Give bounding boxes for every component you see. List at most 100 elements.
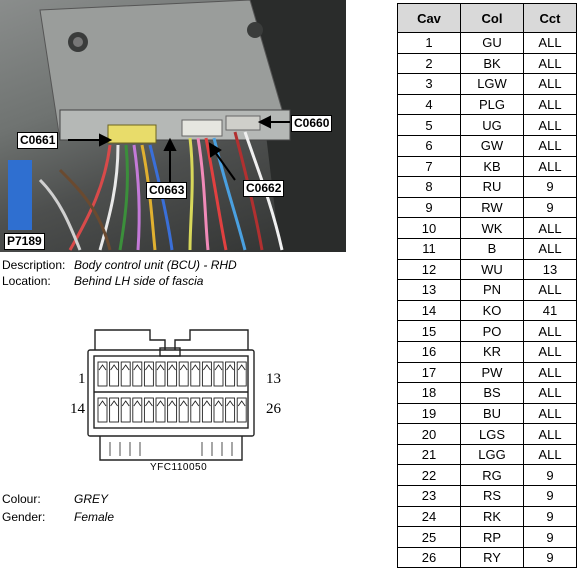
colour-line: Colour:GREY xyxy=(2,491,108,507)
cct-cell: ALL xyxy=(523,114,577,136)
cct-cell: ALL xyxy=(523,32,577,54)
cav-cell: 26 xyxy=(397,546,461,569)
cct-cell: ALL xyxy=(523,423,577,445)
cavity-latch xyxy=(156,400,165,407)
cavity-latch xyxy=(226,400,234,407)
cavity-latch xyxy=(203,400,211,407)
col-cell: RY xyxy=(460,546,524,569)
col-cell: BK xyxy=(460,52,524,75)
cct-cell: 9 xyxy=(523,464,577,487)
pin-cavity xyxy=(225,397,236,423)
cavity-latch xyxy=(110,400,118,407)
connector-location-photo: C0661 C0660 C0663 C0662 P7189 xyxy=(0,0,346,252)
cav-cell: 25 xyxy=(397,526,461,548)
cavity-latch xyxy=(145,400,153,407)
cavity-latch xyxy=(237,400,246,407)
header-col: Col xyxy=(460,3,524,33)
cav-cell: 16 xyxy=(397,340,461,363)
cct-cell: ALL xyxy=(523,155,577,178)
cav-cell: 22 xyxy=(397,464,461,487)
cct-cell: 41 xyxy=(523,299,577,322)
colour-value: GREY xyxy=(74,492,109,506)
col-cell: PO xyxy=(460,320,524,342)
pin-cavity xyxy=(109,361,120,387)
cav-cell: 12 xyxy=(397,258,461,281)
cav-cell: 6 xyxy=(397,134,461,157)
col-cell: KR xyxy=(460,340,524,363)
cct-cell: ALL xyxy=(523,361,577,384)
cav-cell: 7 xyxy=(397,155,461,178)
pin-cavity xyxy=(167,361,178,387)
col-cell: RU xyxy=(460,176,524,198)
pin-label-14: 14 xyxy=(70,401,85,417)
cavity-latch xyxy=(237,364,246,371)
cav-cell: 11 xyxy=(397,237,461,260)
cct-cell: ALL xyxy=(523,134,577,157)
col-cell: GU xyxy=(460,32,524,54)
col-cell: KB xyxy=(460,155,524,178)
connector-face-drawing: 1 13 14 26 xyxy=(70,322,281,467)
cct-cell: ALL xyxy=(523,73,577,95)
cct-cell: ALL xyxy=(523,52,577,75)
col-cell: B xyxy=(460,237,524,260)
pin-cavity xyxy=(213,397,224,423)
cavity-latch xyxy=(179,400,188,407)
pin-cavity xyxy=(155,361,166,387)
cavity-latch xyxy=(98,364,107,371)
cav-cell: 21 xyxy=(397,443,461,466)
pin-cavity xyxy=(167,397,178,423)
cav-cell: 13 xyxy=(397,279,461,301)
cavity-latch xyxy=(191,400,200,407)
col-cell: BS xyxy=(460,382,524,404)
pin-cavity xyxy=(178,361,189,387)
cct-cell: ALL xyxy=(523,320,577,342)
col-cell: LGS xyxy=(460,423,524,445)
pin-cavity xyxy=(143,397,154,423)
cavity-latch xyxy=(98,400,107,407)
col-cell: RP xyxy=(460,526,524,548)
callout-c0660: C0660 xyxy=(291,115,333,132)
pin-cavity xyxy=(143,361,154,387)
col-cell: WU xyxy=(460,258,524,281)
cct-cell: ALL xyxy=(523,217,577,239)
cavity-latch xyxy=(156,364,165,371)
col-cell: RW xyxy=(460,196,524,219)
cav-cell: 24 xyxy=(397,505,461,528)
cct-cell: 9 xyxy=(523,526,577,548)
cct-cell: ALL xyxy=(523,443,577,466)
cavity-latch xyxy=(179,364,188,371)
cav-cell: 4 xyxy=(397,93,461,116)
cav-cell: 2 xyxy=(397,52,461,75)
cav-cell: 9 xyxy=(397,196,461,219)
cav-cell: 14 xyxy=(397,299,461,322)
cavity-latch xyxy=(191,364,200,371)
description-label: Description: xyxy=(2,258,66,272)
cav-cell: 10 xyxy=(397,217,461,239)
cavity-latch xyxy=(168,400,176,407)
col-cell: RS xyxy=(460,485,524,507)
cct-cell: ALL xyxy=(523,402,577,425)
header-cct: Cct xyxy=(523,3,577,33)
col-cell: PLG xyxy=(460,93,524,116)
pin-cavity xyxy=(155,397,166,423)
col-cell: LGG xyxy=(460,443,524,466)
